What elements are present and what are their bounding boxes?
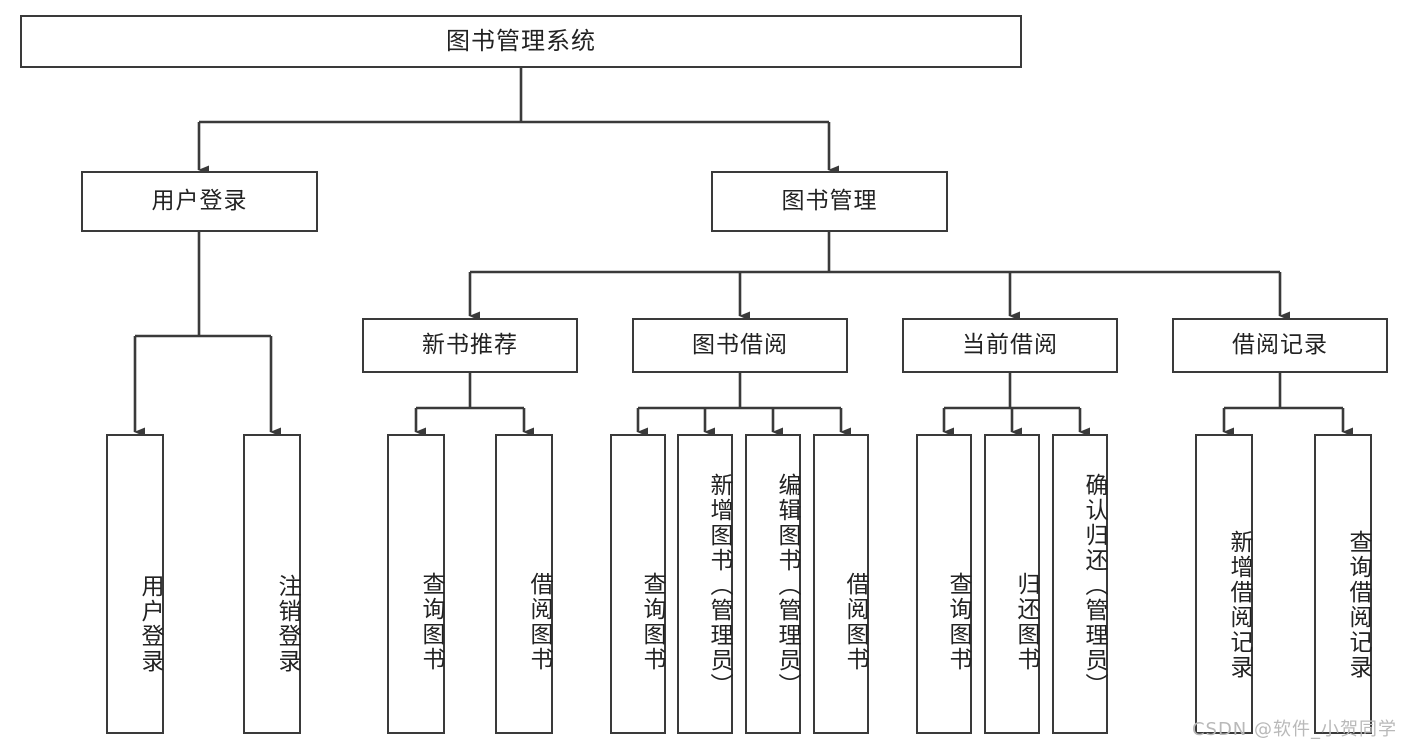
node-label: 图书借阅 bbox=[692, 331, 788, 358]
node-label: 图书管理 bbox=[781, 187, 878, 214]
leaf-new-book-query-book[interactable]: 查询图书 bbox=[387, 434, 445, 734]
leaf-current-borrow-query-book[interactable]: 查询图书 bbox=[916, 434, 972, 734]
node-label: 注销登录 bbox=[274, 574, 300, 674]
leaf-current-borrow-confirm-return-admin[interactable]: 确认归还（管理员） bbox=[1052, 434, 1108, 734]
node-label: 新增图书（管理员） bbox=[706, 473, 732, 698]
leaf-book-borrow-query-book[interactable]: 查询图书 bbox=[610, 434, 666, 734]
node-book-borrow[interactable]: 图书借阅 bbox=[632, 318, 848, 373]
node-label: 借阅图书 bbox=[842, 571, 868, 672]
node-label: 图书管理系统 bbox=[446, 27, 596, 56]
node-label: 查询图书 bbox=[945, 571, 971, 672]
node-label: 编辑图书（管理员） bbox=[774, 473, 800, 698]
node-label: 用户登录 bbox=[151, 187, 248, 214]
node-label: 当前借阅 bbox=[962, 331, 1058, 358]
node-label: 查询借阅记录 bbox=[1345, 530, 1371, 680]
leaf-book-borrow-add-book-admin[interactable]: 新增图书（管理员） bbox=[677, 434, 733, 734]
node-user-login[interactable]: 用户登录 bbox=[81, 171, 318, 232]
node-new-book-recommend[interactable]: 新书推荐 bbox=[362, 318, 578, 373]
leaf-current-borrow-return-book[interactable]: 归还图书 bbox=[984, 434, 1040, 734]
node-label: 借阅记录 bbox=[1232, 331, 1328, 358]
node-label: 借阅图书 bbox=[526, 571, 552, 672]
node-current-borrow[interactable]: 当前借阅 bbox=[902, 318, 1118, 373]
leaf-user-login-login[interactable]: 用户登录 bbox=[106, 434, 164, 734]
leaf-book-borrow-edit-book-admin[interactable]: 编辑图书（管理员） bbox=[745, 434, 801, 734]
csdn-watermark: CSDN @软件_小贺同学 bbox=[1191, 719, 1397, 740]
node-book-management[interactable]: 图书管理 bbox=[711, 171, 948, 232]
node-label: 新增借阅记录 bbox=[1226, 530, 1252, 680]
leaf-book-borrow-borrow-book[interactable]: 借阅图书 bbox=[813, 434, 869, 734]
node-borrow-record[interactable]: 借阅记录 bbox=[1172, 318, 1388, 373]
node-label: 用户登录 bbox=[137, 574, 163, 674]
leaf-user-login-logout[interactable]: 注销登录 bbox=[243, 434, 301, 734]
node-label: 归还图书 bbox=[1013, 571, 1039, 672]
leaf-new-book-borrow-book[interactable]: 借阅图书 bbox=[495, 434, 553, 734]
node-label: 确认归还（管理员） bbox=[1081, 473, 1107, 698]
leaf-borrow-record-query-record[interactable]: 查询借阅记录 bbox=[1314, 434, 1372, 734]
leaf-borrow-record-add-record[interactable]: 新增借阅记录 bbox=[1195, 434, 1253, 734]
node-label: 新书推荐 bbox=[422, 331, 518, 358]
node-root-book-management-system[interactable]: 图书管理系统 bbox=[20, 15, 1022, 68]
node-label: 查询图书 bbox=[639, 571, 665, 672]
node-label: 查询图书 bbox=[418, 571, 444, 672]
